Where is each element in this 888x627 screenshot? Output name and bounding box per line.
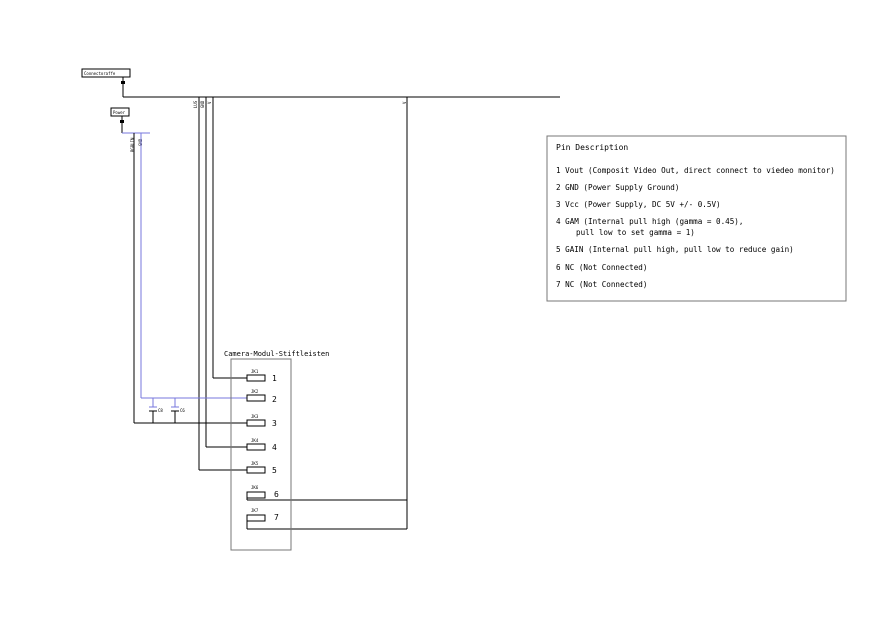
pin-description-line-3: 3 Vcc (Power Supply, DC 5V +/- 0.5V) (556, 200, 721, 209)
pin-description-panel: Pin Description 1 Vout (Composit Video O… (546, 135, 847, 302)
pin-header-7-number: 7 (274, 513, 279, 522)
pin-description-line-2: 2 GND (Power Supply Ground) (556, 183, 679, 192)
pin-description-line-6: 6 NC (Not Connected) (556, 263, 647, 272)
pin-header-5[interactable]: JK5 5 (246, 461, 277, 475)
pin-header-4-ref: JK4 (251, 438, 259, 443)
bus-label-v-right: V (402, 101, 407, 104)
pin-header-3-body (246, 419, 266, 427)
pin-header-3-number: 3 (272, 419, 277, 428)
capacitor-c6-label: C6 (180, 408, 185, 413)
power-pin-marker (120, 120, 124, 123)
connector-title: Camera-Modul-Stiftleisten (224, 350, 329, 358)
pin-header-3[interactable]: JK3 3 (246, 414, 277, 428)
pin-header-2-number: 2 (272, 395, 277, 404)
connector-frame (230, 358, 292, 551)
pin-header-6[interactable]: JK6 6 (246, 485, 279, 499)
capacitor-c6[interactable]: C6 (171, 398, 185, 423)
power-net-label-rgblin: RGBLIN (130, 137, 135, 152)
pin-header-7-ref: JK7 (251, 508, 259, 513)
power-block[interactable] (110, 107, 130, 117)
pin-header-7[interactable]: JK7 7 (246, 508, 279, 522)
pin-header-4-body (246, 443, 266, 451)
pin-header-1-number: 1 (272, 374, 277, 383)
pin-header-5-ref: JK5 (251, 461, 259, 466)
pin-header-5-body (246, 466, 266, 474)
pin-header-5-number: 5 (272, 466, 277, 475)
pin-header-6-number: 6 (274, 490, 279, 499)
pin-header-2-body (246, 394, 266, 402)
capacitor-c8[interactable]: C8 (149, 398, 163, 423)
connector-pin-marker (121, 81, 125, 84)
pin-description-line-7: 7 NC (Not Connected) (556, 280, 647, 289)
pin-description-line-4: 4 GAM (Internal pull high (gamma = 0.45)… (556, 217, 743, 226)
pin-header-1-ref: JK1 (251, 369, 259, 374)
pin-header-1[interactable]: JK1 1 (246, 369, 277, 383)
bus-label-lus: LUS (193, 100, 198, 108)
pin-description-line-1: 1 Vout (Composit Video Out, direct conne… (556, 166, 835, 175)
connector-block[interactable] (81, 68, 131, 78)
pin-description-frame (546, 135, 847, 302)
pin-header-4-number: 4 (272, 443, 277, 452)
capacitor-c8-label: C8 (158, 408, 163, 413)
pin-header-4[interactable]: JK4 4 (246, 438, 277, 452)
pin-header-7-body (246, 514, 266, 522)
pin-header-1-body (246, 374, 266, 382)
bus-label-gnd: GND (200, 100, 205, 108)
pin-description-line-5: 5 GAIN (Internal pull high, pull low to … (556, 245, 794, 254)
pin-header-6-ref: JK6 (251, 485, 259, 490)
pin-description-line-4-cont: pull low to set gamma = 1) (576, 228, 695, 237)
pin-header-2[interactable]: JK2 2 (246, 389, 277, 404)
power-label: Power (113, 110, 126, 115)
pin-header-2-ref: JK2 (251, 389, 259, 394)
pin-description-title: Pin Description (556, 143, 628, 152)
bus-label-v: V (207, 101, 212, 104)
pin-header-6-body (246, 491, 266, 499)
connector-label: Connectoraffe (84, 71, 116, 76)
pin-header-3-ref: JK3 (251, 414, 259, 419)
